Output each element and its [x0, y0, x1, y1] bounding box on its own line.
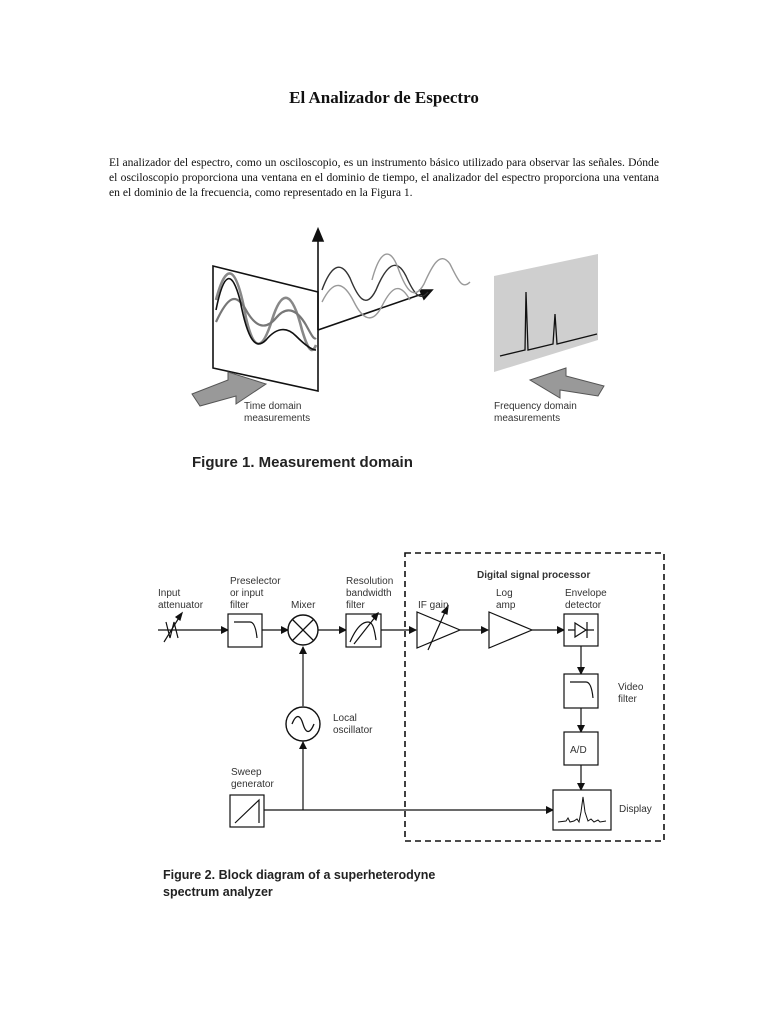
local-oscillator-label-1: Local — [333, 713, 357, 724]
sweep-generator-label-2: generator — [231, 779, 274, 790]
dsp-boundary — [404, 552, 665, 842]
frequency-domain-label-2: measurements — [494, 413, 560, 424]
ad-block — [563, 731, 599, 766]
figure-1-caption: Figure 1. Measurement domain — [192, 454, 413, 471]
video-filter-label-2: filter — [618, 694, 638, 705]
log-amp-label-1: Log — [496, 588, 513, 599]
preselector-label-3: filter — [230, 600, 250, 611]
preselector-label-1: Preselector — [230, 576, 281, 587]
ad-label: A/D — [570, 745, 587, 756]
spectrum-trace-icon — [557, 796, 607, 824]
figure-2-caption-1: Figure 2. Block diagram of a superhetero… — [163, 868, 435, 882]
time-domain-label-1: Time domain — [244, 401, 301, 412]
dsp-title: Digital signal processor — [477, 570, 590, 581]
rbw-label-3: filter — [346, 600, 366, 611]
bandpass-icon — [349, 611, 379, 645]
if-gain-block — [416, 611, 462, 649]
lowpass-icon — [234, 621, 258, 639]
diode-icon — [568, 621, 594, 639]
frequency-spectrum — [499, 291, 598, 357]
page-title: El Analizador de Espectro — [289, 88, 479, 107]
rbw-label-2: bandwidth — [346, 588, 392, 599]
video-filter-label-1: Video — [618, 682, 644, 693]
local-oscillator-label-2: oscillator — [333, 725, 373, 736]
sine-wave-icon — [291, 715, 315, 733]
figure-2-caption-2: spectrum analyzer — [163, 885, 273, 899]
mixer-cross-icon — [291, 618, 315, 642]
time-domain-arrow — [191, 371, 268, 407]
video-filter-block — [563, 673, 599, 709]
display-label: Display — [619, 804, 652, 815]
input-attenuator-label-2: attenuator — [158, 600, 204, 611]
variable-gain-icon — [427, 604, 449, 651]
frequency-domain-arrow — [528, 367, 605, 399]
preselector-block — [227, 613, 263, 648]
rbw-label-1: Resolution — [346, 576, 393, 587]
frequency-domain-label-1: Frequency domain — [494, 401, 577, 412]
input-attenuator-symbol — [163, 611, 184, 643]
3d-axes — [311, 226, 434, 331]
mixer-label: Mixer — [291, 600, 316, 611]
sawtooth-icon — [234, 798, 260, 824]
if-gain-label: IF gain — [418, 600, 449, 611]
frequency-domain-panel — [494, 254, 598, 372]
input-attenuator-label-1: Input — [158, 588, 180, 599]
envelope-label-2: detector — [565, 600, 602, 611]
time-domain-label-2: measurements — [244, 413, 310, 424]
time-domain-waveforms — [214, 272, 318, 352]
preselector-label-2: or input — [230, 588, 264, 599]
intro-paragraph: El analizador del espectro, como un osci… — [109, 156, 659, 199]
envelope-label-1: Envelope — [565, 588, 607, 599]
sweep-generator-label-1: Sweep — [231, 767, 262, 778]
display-block — [552, 789, 612, 831]
log-amp-block — [488, 611, 534, 649]
log-amp-label-2: amp — [496, 600, 516, 611]
3d-waves — [321, 253, 471, 319]
video-lowpass-icon — [570, 681, 594, 699]
